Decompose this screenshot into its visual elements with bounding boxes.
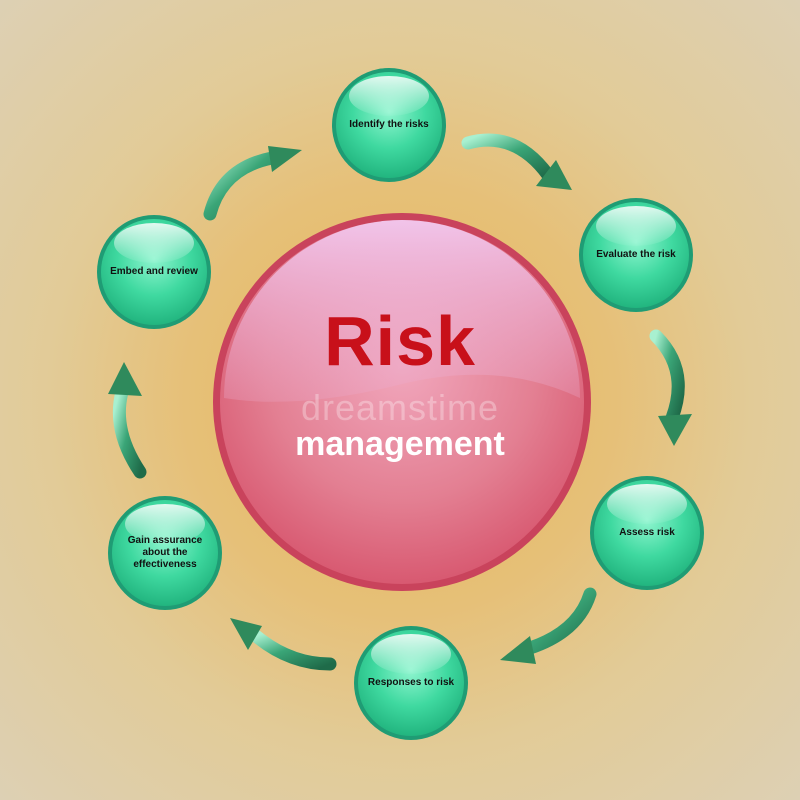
cycle-arrows (108, 133, 692, 671)
step-node-embed (97, 215, 211, 329)
step-node-assess (590, 476, 704, 590)
center-subtitle: management (295, 425, 505, 463)
step-node-evaluate (579, 198, 693, 312)
step-label-assess: Assess risk (619, 527, 675, 538)
step-label-gain-assurance: Gain assurance about the effectiveness (127, 535, 203, 570)
step-label-evaluate: Evaluate the risk (596, 249, 676, 260)
arrow-gain-to-embed (108, 362, 147, 479)
arrow-embed-to-identify (203, 146, 302, 221)
step-label-embed: Embed and review (110, 266, 198, 277)
step-label-responses: Responses to risk (367, 677, 455, 688)
center-circle (213, 213, 591, 591)
arrow-evaluate-to-assess (649, 329, 692, 446)
arrow-responses-to-gain (230, 618, 337, 671)
arrow-assess-to-responses (500, 587, 597, 664)
arrow-identify-to-evaluate (461, 133, 572, 190)
step-label-identify: Identify the risks (349, 119, 429, 130)
step-node-responses (354, 626, 468, 740)
step-node-identify (332, 68, 446, 182)
center-title: Risk (324, 302, 476, 380)
watermark-text: dreamstime (300, 387, 500, 428)
step-node-gain-assurance (108, 496, 222, 610)
